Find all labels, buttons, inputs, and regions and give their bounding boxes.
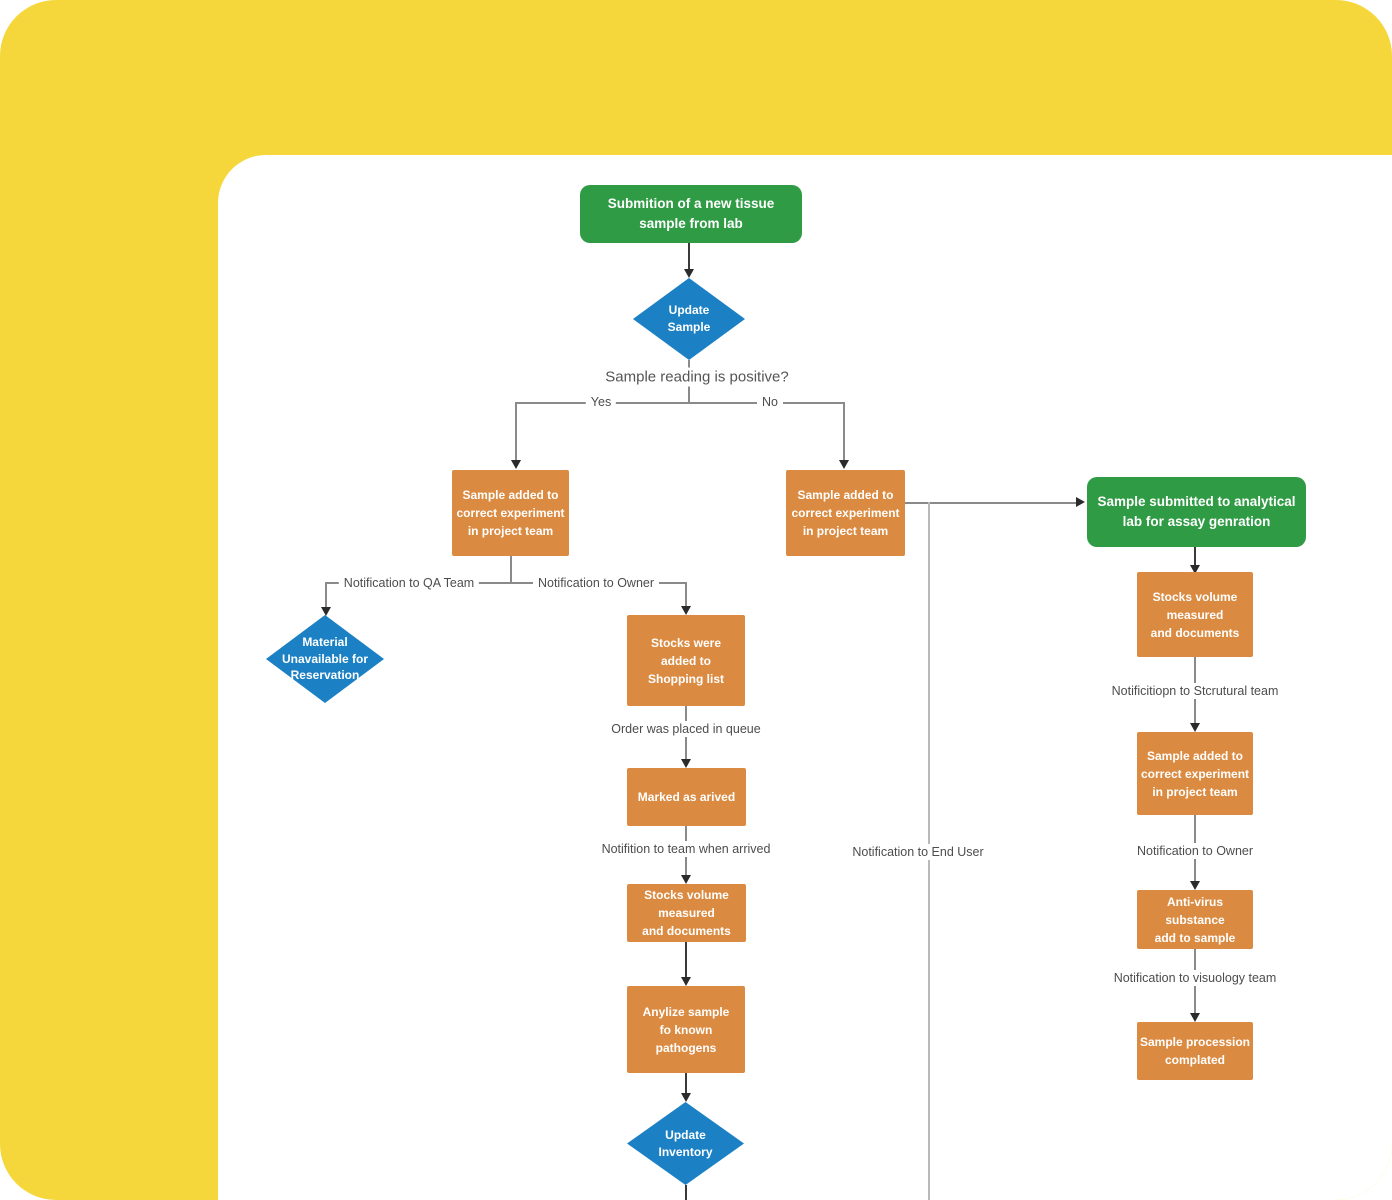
node-stocks-volume-mid[interactable]: Stocks volume measured and documents	[627, 884, 746, 942]
node-material-unavailable-label: Material Unavailable for Reservation	[281, 634, 369, 683]
connector-volume-to-anylize	[685, 942, 687, 980]
node-sample-added-no[interactable]: Sample added to correct experiment in pr…	[786, 470, 905, 556]
arrowhead	[511, 460, 521, 469]
edge-label-owner-right: Notification to Owner	[1131, 843, 1259, 859]
node-update-sample[interactable]: Update Sample	[633, 278, 745, 360]
node-marked-arrived[interactable]: Marked as arived	[627, 768, 746, 826]
node-sample-added-yes-label: Sample added to correct experiment in pr…	[456, 488, 565, 538]
node-sample-procession-label: Sample procession complated	[1139, 1035, 1251, 1067]
connector-inventory-down	[685, 1185, 687, 1200]
arrowhead	[1190, 881, 1200, 890]
node-antivirus[interactable]: Anti-virus substance add to sample	[1137, 890, 1253, 949]
node-sample-submitted[interactable]: Sample submitted to analytical lab for a…	[1087, 477, 1306, 547]
node-stocks-shopping[interactable]: Stocks were added to Shopping list	[627, 615, 745, 706]
node-update-inventory[interactable]: Update Inventory	[627, 1102, 744, 1185]
edge-label-order-queue: Order was placed in queue	[606, 721, 766, 737]
edge-label-question: Sample reading is positive?	[600, 367, 794, 387]
node-stocks-shopping-label: Stocks were added to Shopping list	[648, 635, 724, 686]
node-sample-submitted-label: Sample submitted to analytical lab for a…	[1097, 494, 1296, 529]
node-submission[interactable]: Submition of a new tissue sample from la…	[580, 185, 802, 243]
node-material-unavailable[interactable]: Material Unavailable for Reservation	[266, 615, 384, 703]
arrowhead	[681, 759, 691, 768]
connector-to-shopping	[685, 582, 687, 609]
node-sample-added-right-label: Sample added to correct experiment in pr…	[1140, 748, 1250, 799]
node-anylize-sample[interactable]: Anylize sample fo known pathogens	[627, 986, 745, 1073]
node-marked-arrived-label: Marked as arived	[637, 790, 736, 804]
arrowhead	[321, 607, 331, 616]
edge-label-yes: Yes	[585, 394, 617, 410]
arrowhead	[1076, 497, 1085, 507]
branch-line	[515, 402, 844, 404]
edge-label-no: No	[757, 394, 783, 410]
node-sample-added-right[interactable]: Sample added to correct experiment in pr…	[1137, 732, 1253, 815]
arrowhead	[684, 269, 694, 278]
arrowhead	[1190, 565, 1200, 574]
node-anylize-sample-label: Anylize sample fo known pathogens	[642, 1004, 730, 1055]
node-antivirus-label: Anti-virus substance add to sample	[1154, 894, 1236, 945]
connector-no-drop	[843, 402, 845, 462]
arrowhead	[681, 606, 691, 615]
connector-anylize-to-inventory	[685, 1073, 687, 1097]
connector-to-material	[325, 582, 327, 611]
node-update-sample-label: Update Sample	[667, 303, 711, 334]
node-stocks-volume-right-label: Stocks volume measured and documents	[1150, 589, 1240, 640]
connector-yes-drop	[515, 402, 517, 462]
diagram-canvas: Sample reading is positive? Yes No Notif…	[218, 155, 1392, 1200]
edge-label-qa-team: Notification to QA Team	[338, 575, 480, 591]
edge-label-visuology: Notification to visuology team	[1108, 970, 1282, 986]
connector-yesbox-down	[510, 556, 512, 582]
arrowhead	[681, 875, 691, 884]
edge-label-team-arrived: Notifition to team when arrived	[596, 841, 776, 857]
connector-submitted-to-volume	[1194, 547, 1196, 569]
connector-submission-to-update	[688, 243, 690, 271]
node-sample-added-yes[interactable]: Sample added to correct experiment in pr…	[452, 470, 569, 556]
node-update-inventory-label: Update Inventory	[658, 1127, 713, 1159]
arrowhead	[681, 977, 691, 986]
edge-label-owner-mid: Notification to Owner	[532, 575, 660, 591]
connector-no-to-submitted	[905, 502, 1078, 504]
node-submission-label: Submition of a new tissue sample from la…	[607, 196, 775, 231]
arrowhead	[1190, 1013, 1200, 1022]
arrowhead	[839, 460, 849, 469]
node-sample-procession[interactable]: Sample procession complated	[1137, 1022, 1253, 1080]
edge-label-structural: Notificitiopn to Stcrutural team	[1106, 683, 1284, 699]
notification-branch-line	[325, 582, 686, 584]
node-sample-added-no-label: Sample added to correct experiment in pr…	[791, 488, 900, 538]
edge-label-end-user: Notification to End User	[847, 844, 989, 860]
arrowhead	[1190, 723, 1200, 732]
node-stocks-volume-right[interactable]: Stocks volume measured and documents	[1137, 572, 1253, 657]
node-stocks-volume-mid-label: Stocks volume measured and documents	[642, 888, 731, 938]
arrowhead	[681, 1093, 691, 1102]
